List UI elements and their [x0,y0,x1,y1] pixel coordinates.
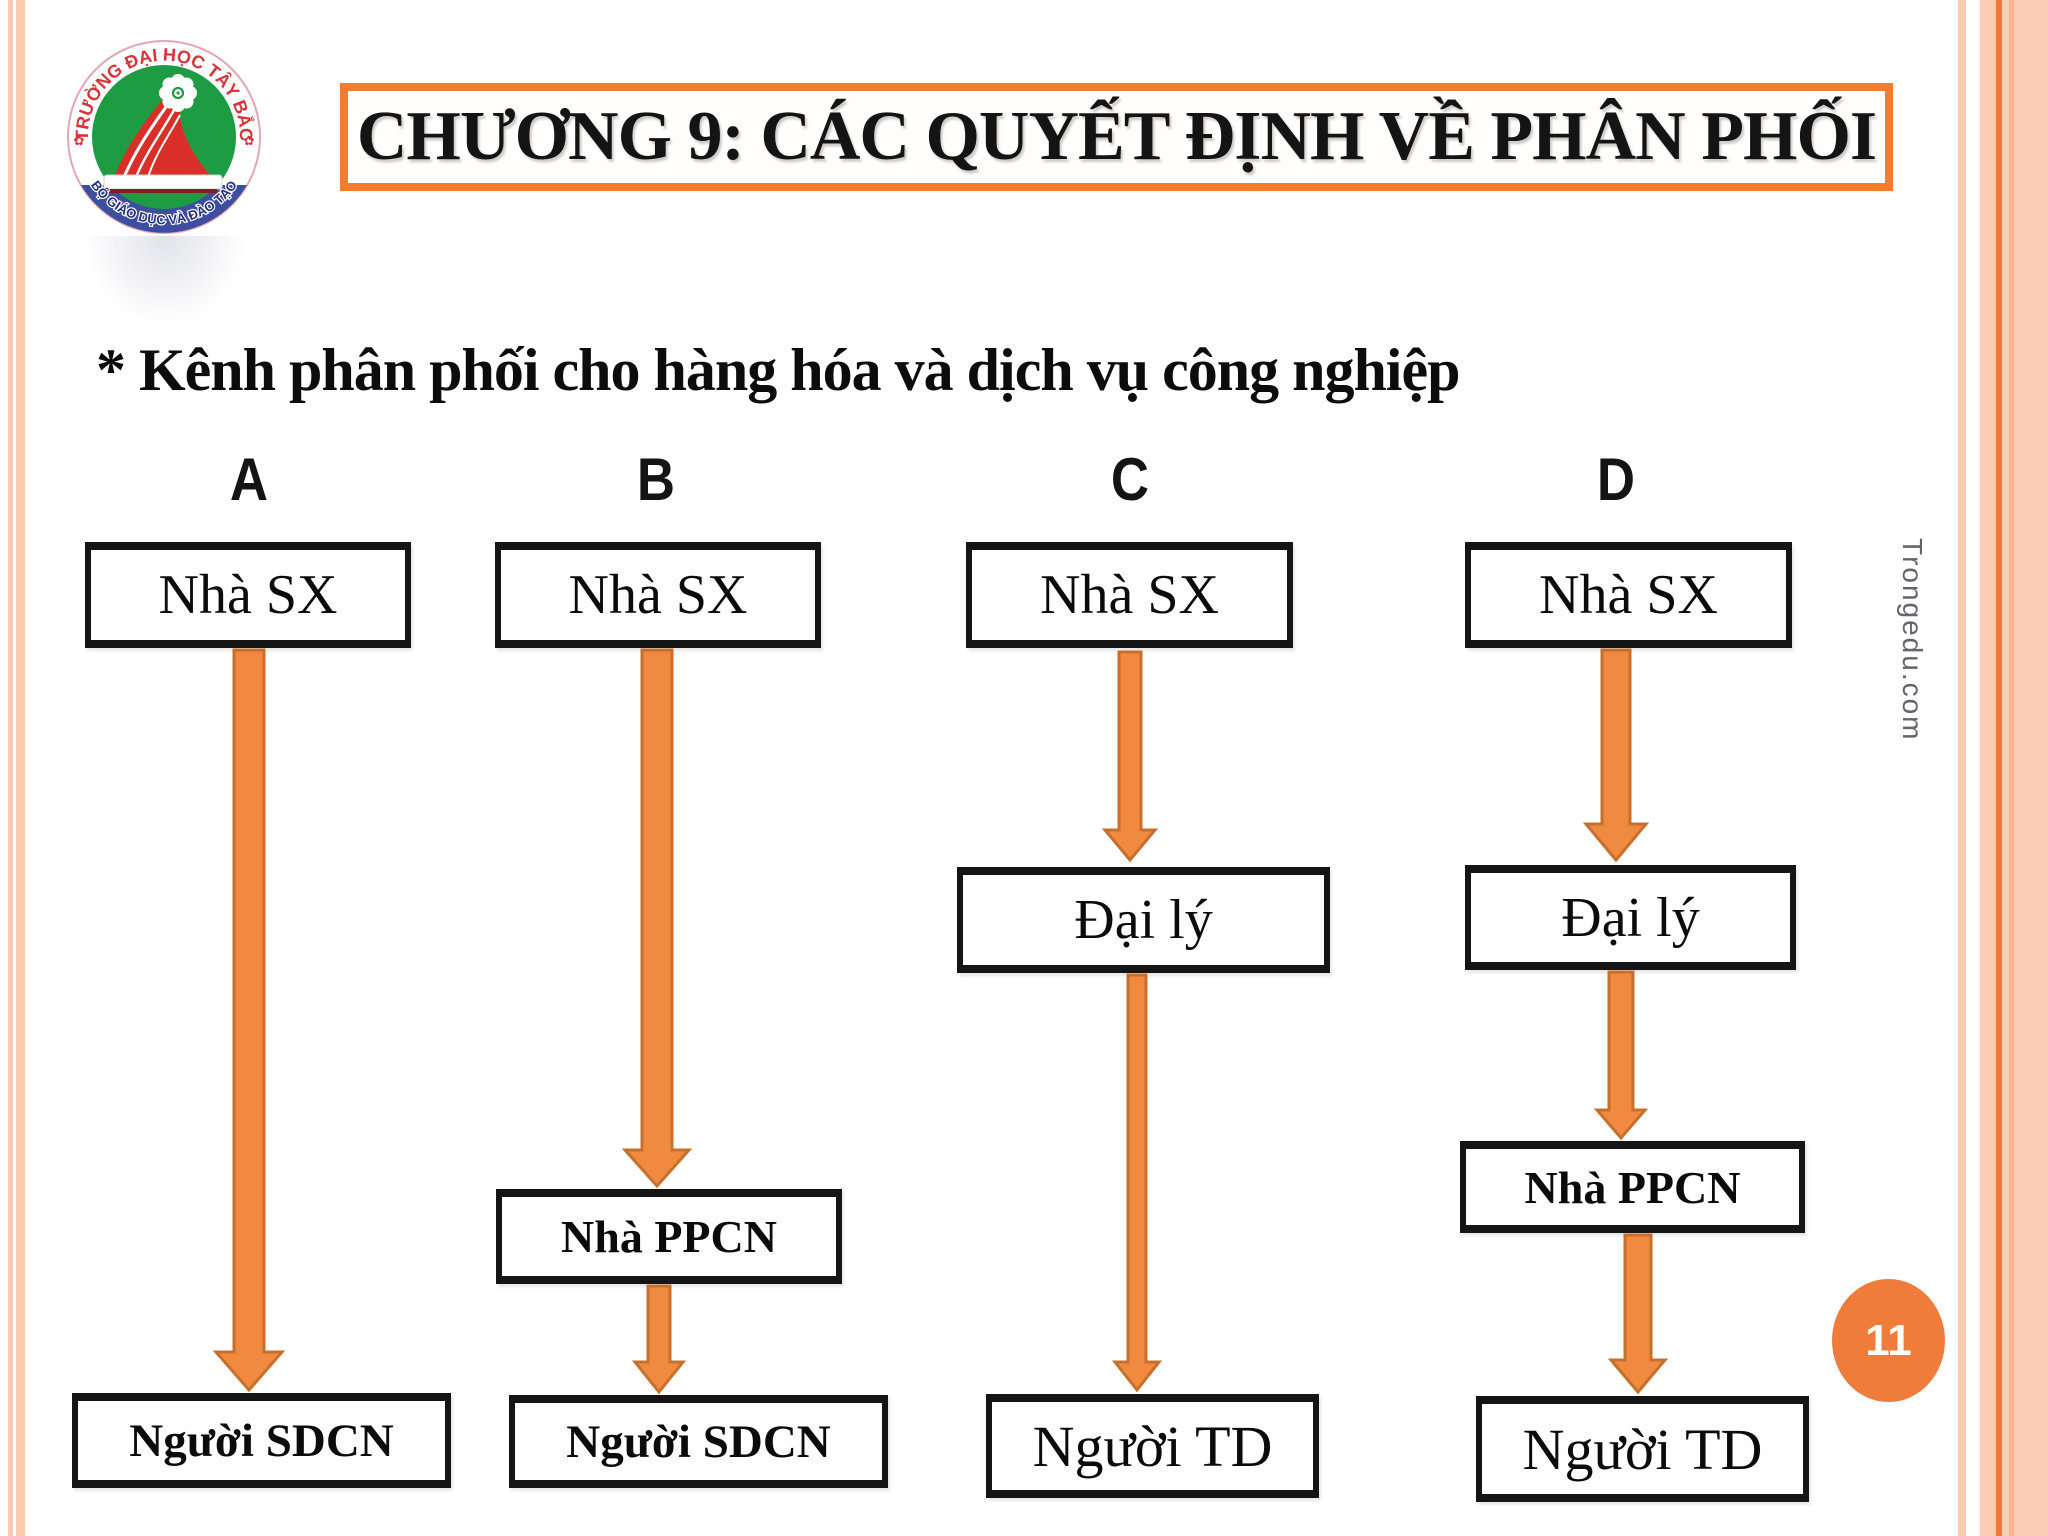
flow-box-d-dai-ly: Đại lý [1465,865,1796,970]
flow-box-label: Nhà SX [158,564,338,626]
flow-box-a-nha-sx: Nhà SX [85,542,411,648]
logo-reflection [80,236,250,331]
flow-arrow-c-sx-to-daily [1101,650,1159,863]
slide-subtitle: * Kênh phân phối cho hàng hóa và dịch vụ… [96,337,1460,403]
title-box: CHƯƠNG 9: CÁC QUYẾT ĐỊNH VỀ PHÂN PHỐI [340,83,1893,191]
flow-arrow-a-sx-to-sdcn [212,648,286,1393]
border-stripe [2009,0,2014,1536]
flow-arrow-d-daily-to-ppcn [1593,970,1649,1141]
flow-box-label: Nhà SX [1539,564,1718,626]
flow-box-d-nguoi-td: Người TD [1476,1396,1809,1502]
flow-arrow-b-sx-to-ppcn [621,648,693,1189]
flow-box-b-nha-sx: Nhà SX [495,542,821,648]
flow-box-label: Người SDCN [129,1414,394,1467]
logo-flower-icon [159,74,197,112]
flow-arrow-d-sx-to-daily [1582,648,1650,863]
page-number-badge: 11 [1832,1279,1945,1402]
border-stripe [1980,0,2048,1536]
flow-box-label: Người TD [1032,1413,1273,1479]
flow-box-label: Đại lý [1074,889,1213,951]
flow-arrow-d-ppcn-to-td [1607,1233,1669,1395]
flow-box-c-nguoi-td: Người TD [986,1394,1319,1498]
border-stripe [1996,0,2002,1536]
page-number: 11 [1865,1315,1912,1365]
flow-box-c-dai-ly: Đại lý [957,867,1330,973]
flow-arrow-b-ppcn-to-sdcn [631,1284,687,1395]
flow-box-label: Người TD [1522,1416,1763,1482]
flow-box-d-nha-sx: Nhà SX [1465,542,1792,648]
slide-title: CHƯƠNG 9: CÁC QUYẾT ĐỊNH VỀ PHÂN PHỐI [356,98,1877,175]
flow-box-b-nha-ppcn: Nhà PPCN [496,1189,842,1284]
border-stripe [8,0,13,1536]
column-label-a: A [229,446,269,513]
flow-box-label: Người SDCN [566,1415,831,1468]
flow-box-c-nha-sx: Nhà SX [966,542,1293,648]
flow-box-b-nguoi-sdcn: Người SDCN [509,1395,888,1488]
logo-base-shadow [107,189,217,193]
logo-right-flower-glyph: ✿ [244,133,255,148]
flow-box-label: Nhà SX [1040,564,1219,626]
flow-box-d-nha-ppcn: Nhà PPCN [1460,1141,1805,1233]
flow-box-label: Nhà SX [568,564,748,626]
flow-arrow-c-daily-to-td [1111,973,1163,1393]
flow-box-a-nguoi-sdcn: Người SDCN [72,1393,451,1488]
border-stripe [16,0,25,1536]
flow-box-label: Đại lý [1561,886,1700,949]
flow-box-label: Nhà PPCN [561,1211,777,1262]
watermark-text: Trongedu.com [1897,538,1928,742]
logo-left-flower-glyph: ✿ [74,133,85,148]
column-label-d: D [1596,446,1636,513]
border-stripe [1958,0,1966,1536]
university-logo: TRƯỜNG ĐẠI HỌC TÂY BẮC BỘ GIÁO DỤC VÀ ĐÀ… [67,40,261,234]
flow-box-label: Nhà PPCN [1524,1161,1741,1213]
column-label-c: C [1110,446,1150,513]
column-label-b: B [636,446,676,513]
